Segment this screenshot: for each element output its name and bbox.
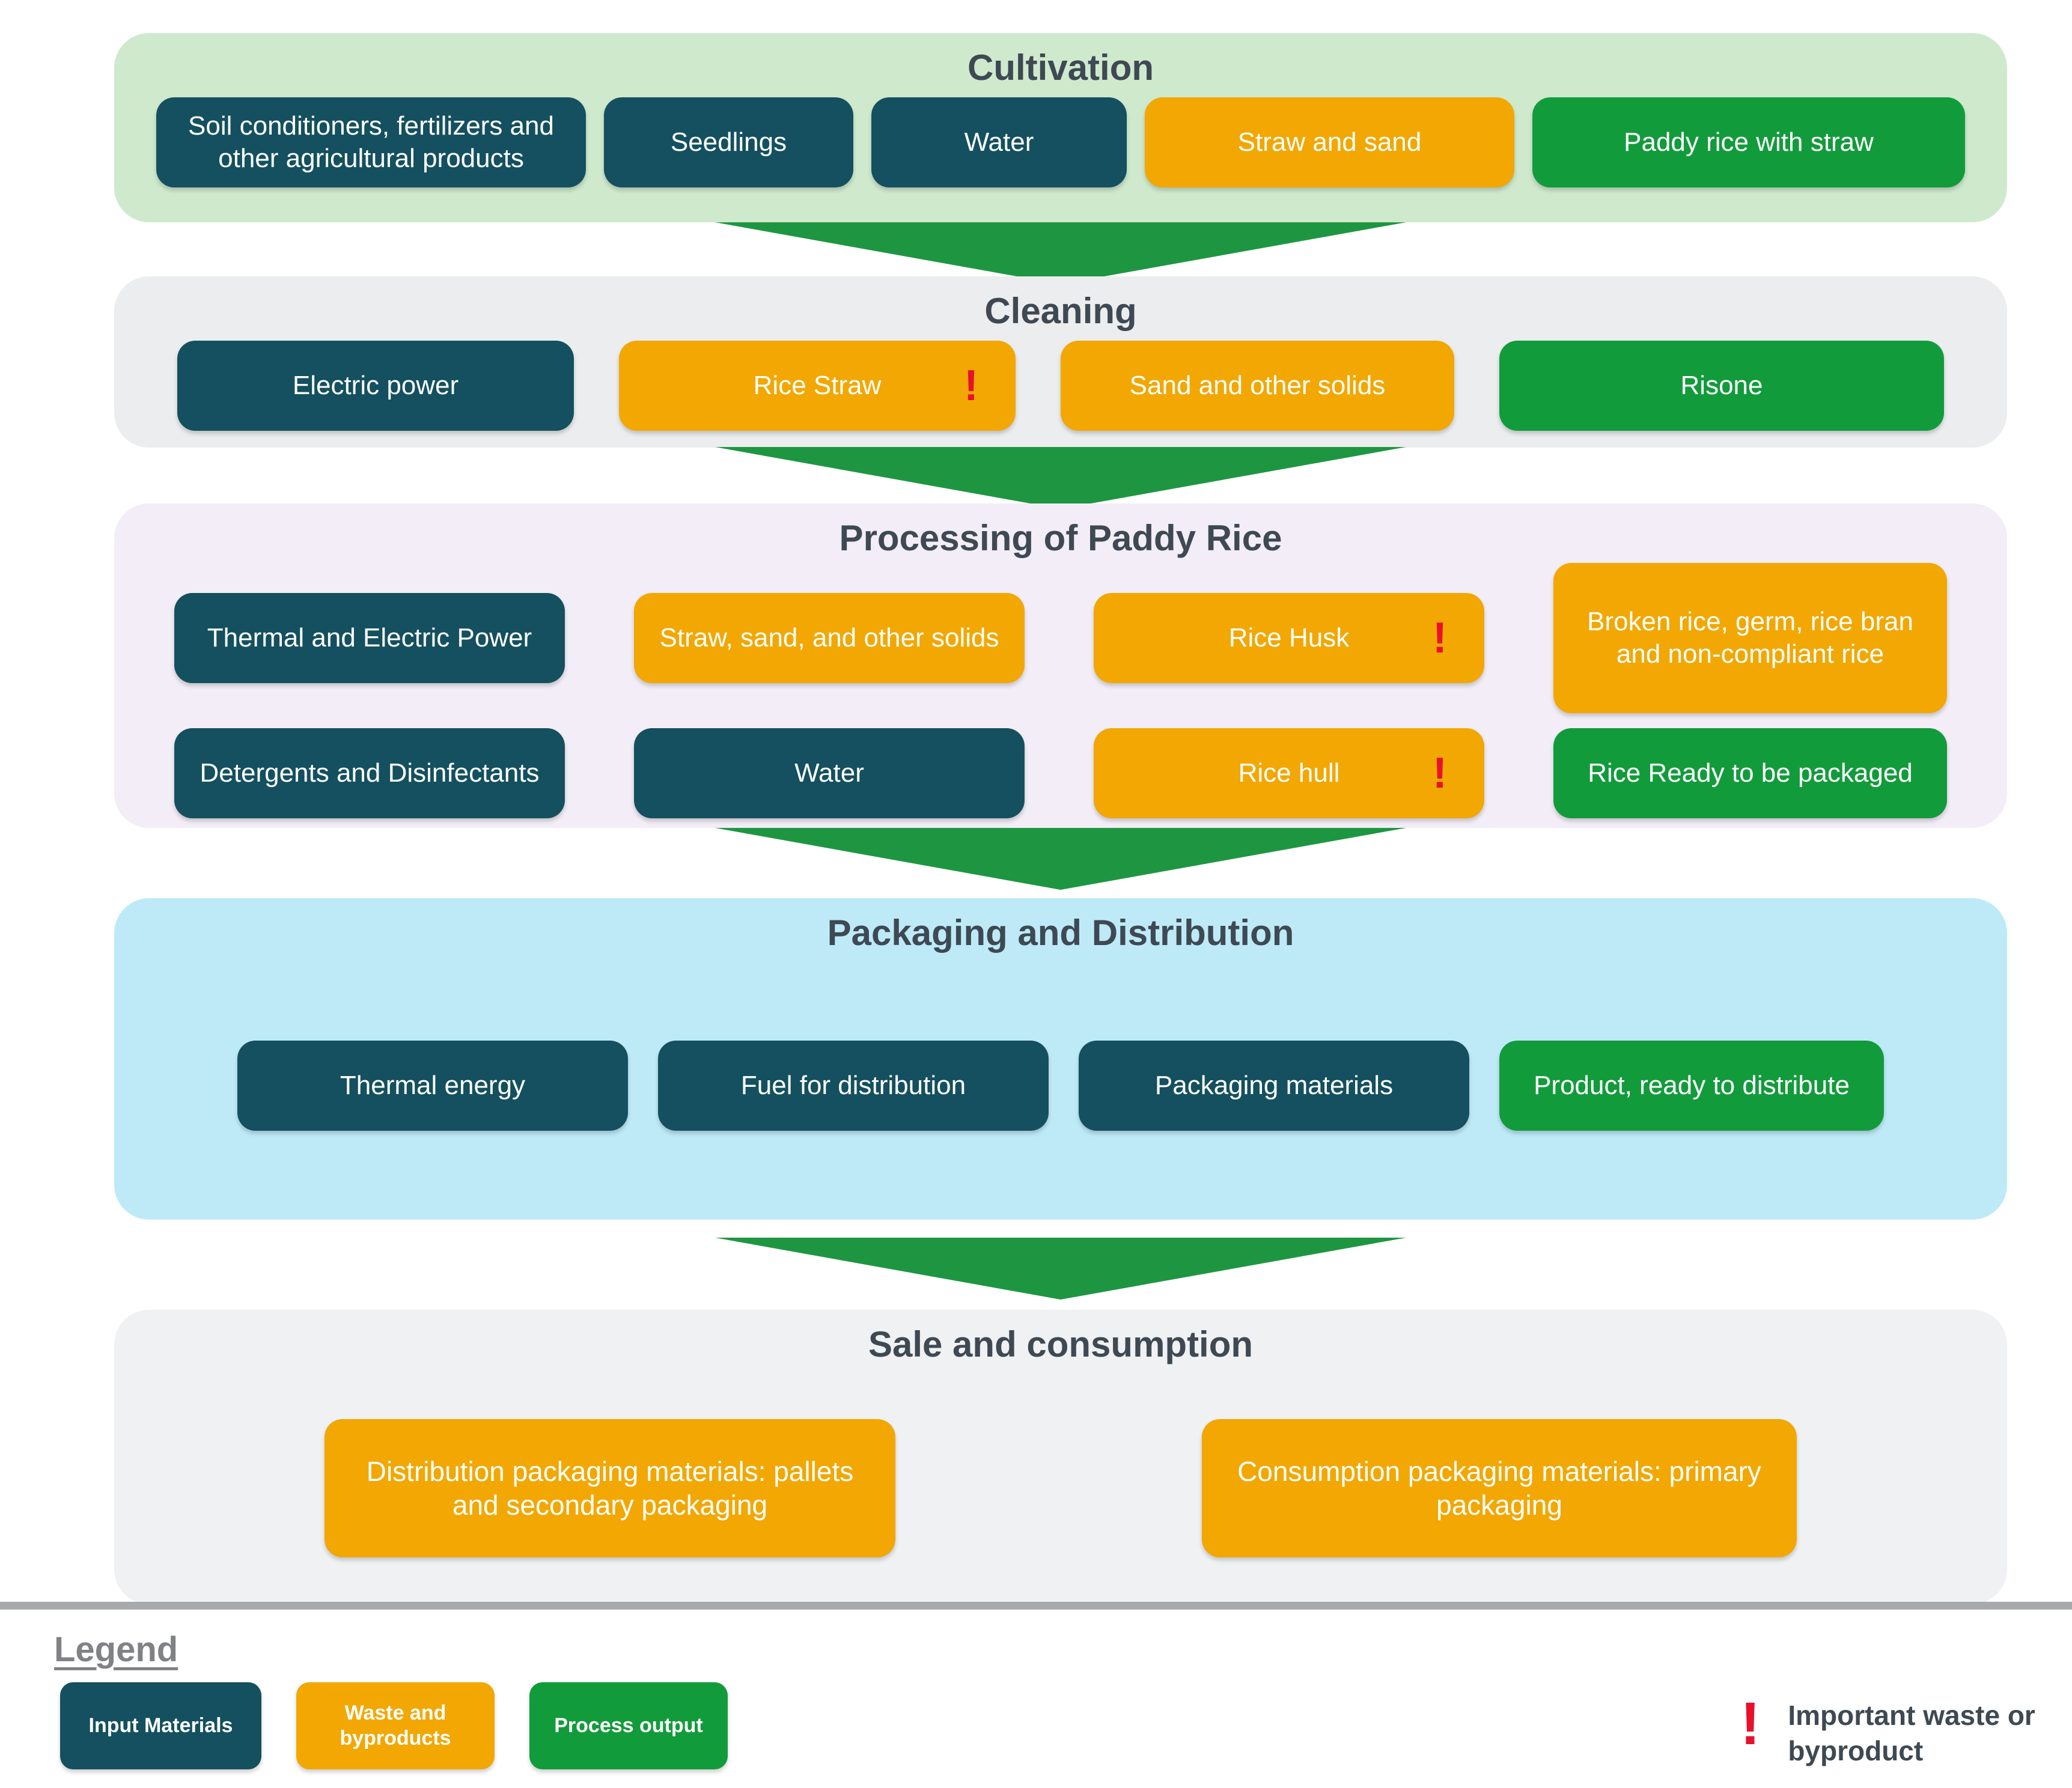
legend-important-entry: ! Important waste or byproduct	[1740, 1690, 2072, 1769]
box-label: Fuel for distribution	[740, 1071, 966, 1101]
box-label: Paddy rice with straw	[1624, 127, 1874, 157]
box-product-ready-to-distribute: Product, ready to distribute	[1499, 1041, 1884, 1131]
box-water: Water	[634, 728, 1025, 818]
box-label: Rice Ready to be packaged	[1588, 758, 1913, 788]
box-label: Consumption packaging materials: primary…	[1237, 1455, 1761, 1521]
section-title: Cleaning	[984, 291, 1137, 331]
box-label: Risone	[1680, 371, 1763, 401]
box-thermal-and-electric-power: Thermal and Electric Power	[174, 593, 565, 683]
box-distribution-packaging-materials-pallets-and-sec: Distribution packaging materials: pallet…	[325, 1419, 895, 1557]
legend-items-row: Input Materials Waste and byproducts Proce…	[60, 1682, 728, 1769]
box-label: Rice Husk	[1228, 623, 1350, 653]
box-packaging-materials: Packaging materials	[1079, 1041, 1469, 1131]
box-label: Input Materials	[88, 1714, 233, 1737]
box-label: Water	[794, 758, 864, 788]
box-label: Distribution packaging materials: pallet…	[366, 1455, 854, 1521]
box-detergents-and-disinfectants: Detergents and Disinfectants	[174, 728, 565, 818]
box-label: Electric power	[292, 371, 459, 401]
important-mark-icon: !	[964, 362, 978, 410]
box-rice-husk: Rice Husk!	[1094, 593, 1484, 683]
box-rice-straw: Rice Straw!	[619, 341, 1016, 431]
box-label: Seedlings	[670, 127, 787, 157]
box-seedlings: Seedlings	[604, 97, 853, 187]
legend-title: Legend	[54, 1630, 178, 1669]
section-processing: Processing of Paddy Rice Thermal and Ele…	[114, 503, 2007, 828]
processing-boxes-grid: Thermal and Electric Power Straw, sand, a…	[114, 563, 2007, 818]
box-straw-sand-and-other-solids: Straw, sand, and other solids	[634, 593, 1025, 683]
box-risone: Risone	[1499, 341, 1944, 431]
important-mark-icon: !	[1433, 749, 1447, 797]
flow-arrow-down-icon	[715, 828, 1406, 890]
section-title: Cultivation	[967, 47, 1154, 88]
section-packaging: Packaging and Distribution Thermal energ…	[114, 898, 2007, 1220]
box-label: Rice Straw	[753, 371, 882, 401]
box-electric-power: Electric power	[177, 341, 574, 431]
box-label: Product, ready to distribute	[1534, 1071, 1850, 1101]
box-label: Water	[964, 127, 1034, 157]
box-label: Broken rice, germ, rice bran and non-com…	[1587, 607, 1913, 669]
box-soil-conditioners-fertilizers-and-other-agricult: Soil conditioners, fertilizers and other…	[156, 97, 586, 187]
sale-boxes-row: Distribution packaging materials: pallet…	[114, 1419, 2007, 1557]
box-label: Waste and byproducts	[340, 1701, 451, 1750]
section-cleaning: Cleaning Electric power Rice Straw! Sand a…	[114, 276, 2007, 448]
section-title: Sale and consumption	[868, 1324, 1254, 1364]
cultivation-boxes-row: Soil conditioners, fertilizers and other…	[114, 97, 2007, 187]
box-thermal-energy: Thermal energy	[237, 1041, 628, 1131]
flow-arrow-down-icon	[715, 447, 1406, 509]
cleaning-boxes-row: Electric power Rice Straw! Sand and other …	[114, 341, 2007, 431]
box-label: Process output	[554, 1714, 703, 1737]
box-label: Soil conditioners, fertilizers and other…	[188, 111, 554, 173]
legend-important-label: Important waste or byproduct	[1788, 1700, 2035, 1766]
box-paddy-rice-with-straw: Paddy rice with straw	[1532, 97, 1965, 187]
box-label: Thermal energy	[340, 1071, 526, 1101]
flow-arrow-down-icon	[715, 1238, 1406, 1300]
legend-item-waste-and-byproducts: Waste and byproducts	[296, 1682, 495, 1769]
box-rice-ready-to-be-packaged: Rice Ready to be packaged	[1553, 728, 1947, 818]
legend-item-process-output: Process output	[529, 1682, 728, 1769]
box-broken-rice-germ-rice-bran-and-non-compliant-ric: Broken rice, germ, rice bran and non-com…	[1553, 563, 1947, 713]
important-mark-icon: !	[1433, 614, 1447, 662]
flow-arrow-down-icon	[715, 222, 1406, 284]
box-fuel-for-distribution: Fuel for distribution	[658, 1041, 1049, 1131]
box-label: Straw and sand	[1237, 127, 1422, 157]
footer-divider	[0, 1602, 2072, 1610]
box-label: Rice hull	[1238, 758, 1340, 788]
box-consumption-packaging-materials-primary-packagin: Consumption packaging materials: primary…	[1202, 1419, 1797, 1557]
box-label: Thermal and Electric Power	[207, 623, 532, 653]
section-cultivation: Cultivation Soil conditioners, fertilize…	[114, 33, 2007, 222]
packaging-boxes-row: Thermal energy Fuel for distribution Packa…	[114, 1041, 2007, 1131]
box-label: Sand and other solids	[1129, 371, 1386, 401]
section-sale: Sale and consumption Distribution packag…	[114, 1310, 2007, 1604]
section-title: Packaging and Distribution	[827, 913, 1294, 953]
important-mark-icon: !	[1740, 1690, 1761, 1757]
box-water: Water	[871, 97, 1127, 187]
box-label: Detergents and Disinfectants	[200, 758, 540, 788]
box-straw-and-sand: Straw and sand	[1145, 97, 1514, 187]
legend-item-input-materials: Input Materials	[60, 1682, 261, 1769]
box-sand-and-other-solids: Sand and other solids	[1061, 341, 1454, 431]
section-title: Processing of Paddy Rice	[839, 518, 1282, 558]
box-label: Straw, sand, and other solids	[659, 623, 999, 653]
box-label: Packaging materials	[1154, 1071, 1394, 1101]
box-rice-hull: Rice hull!	[1094, 728, 1484, 818]
